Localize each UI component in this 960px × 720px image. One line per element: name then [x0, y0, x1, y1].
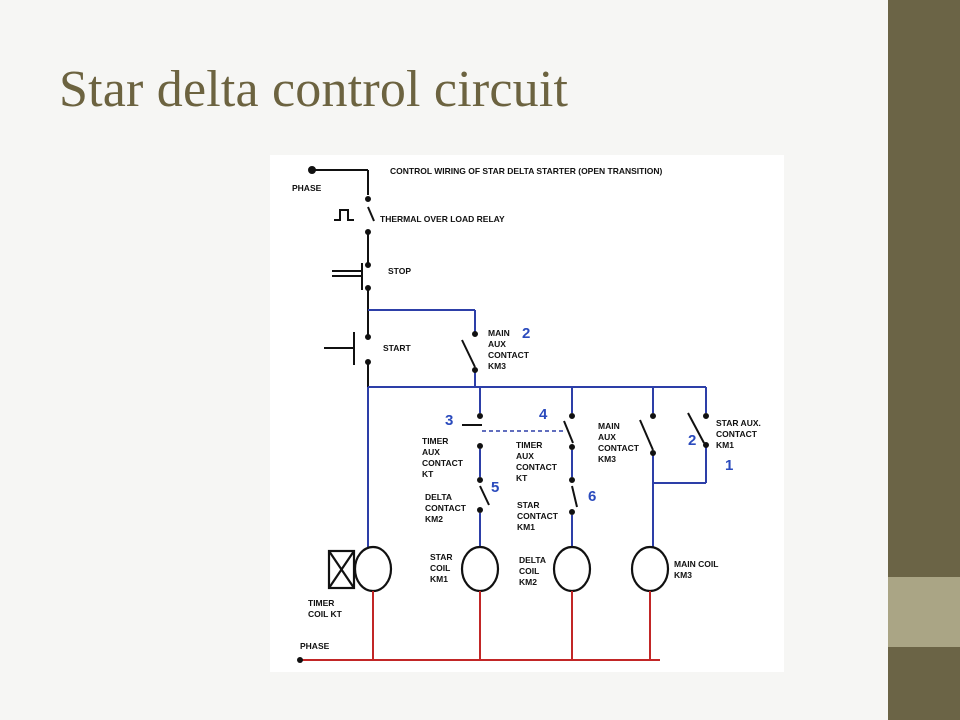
labels: CONTROL WIRING OF STAR DELTA STARTER (OP… [292, 166, 763, 651]
slide-title: Star delta control circuit [59, 61, 569, 118]
circuit-diagram-panel: CONTROL WIRING OF STAR DELTA STARTER (OP… [270, 155, 784, 672]
thermal-heater-symbol [334, 209, 354, 221]
stop-contact-top [365, 262, 371, 268]
contacts [461, 331, 709, 515]
thermal-contact-blade [367, 206, 375, 222]
delta-contact-blade [479, 485, 490, 506]
delta-coil [552, 545, 592, 593]
delta-contact-label: DELTA CONTACT KM2 [425, 492, 468, 524]
timer-coil-cross-2 [328, 550, 355, 589]
main-aux-right-b [650, 450, 656, 456]
main-aux-top-contact [472, 331, 478, 337]
delta-coil-label: DELTA COIL KM2 [519, 555, 548, 587]
start-label: START [383, 343, 412, 353]
phase-return [300, 591, 660, 661]
star-aux-contact-b [703, 442, 709, 448]
stop-label: STOP [388, 266, 411, 276]
star-aux-label: STAR AUX. CONTACT KM1 [716, 418, 763, 450]
phase-terminal [308, 166, 316, 174]
side-accent-block [888, 577, 960, 647]
main-aux-right-label: MAIN AUX CONTACT KM3 [598, 421, 641, 464]
timer-aux-contact-b [477, 443, 483, 449]
timer-aux-contact-a [477, 413, 483, 419]
timer-coil-label: TIMER COIL KT [308, 598, 343, 619]
star-aux-contact-a [703, 413, 709, 419]
main-aux-top-label: MAIN AUX CONTACT KM3 [488, 328, 531, 371]
main-coil [630, 545, 670, 593]
stop-contact-bottom [365, 285, 371, 291]
timer-aux-right-b [569, 444, 575, 450]
supply-chain [308, 166, 375, 387]
number-label-5: 5 [491, 479, 499, 496]
control-wiring [367, 309, 707, 547]
delta-contact-b [477, 507, 483, 513]
number-label-4: 4 [539, 406, 548, 423]
timer-coil [353, 545, 393, 593]
diagram-title: CONTROL WIRING OF STAR DELTA STARTER (OP… [390, 166, 662, 176]
number-label-2-top: 2 [522, 325, 530, 342]
number-label-2-right: 2 [688, 432, 696, 449]
number-label-6: 6 [588, 488, 596, 505]
thermal-contact-top [365, 196, 371, 202]
main-aux-right-a [650, 413, 656, 419]
delta-contact-a [477, 477, 483, 483]
start-contact-top [365, 334, 371, 340]
timer-aux-kt-label: TIMER AUX CONTACT KT [422, 436, 465, 479]
start-contact-bottom [365, 359, 371, 365]
star-contact-label: STAR CONTACT KM1 [517, 500, 560, 532]
star-contact-b [569, 509, 575, 515]
timer-aux-right-blade [563, 420, 574, 444]
timer-aux-right-a [569, 413, 575, 419]
timer-aux-right-label: TIMER AUX CONTACT KT [516, 440, 559, 483]
phase-top-label: PHASE [292, 183, 322, 193]
star-coil-label: STAR COIL KM1 [430, 552, 455, 584]
number-label-3: 3 [445, 412, 453, 429]
star-contact-a [569, 477, 575, 483]
star-contact-blade [571, 485, 578, 508]
phase-bottom-terminal [297, 657, 303, 663]
star-coil [460, 545, 500, 593]
coils [327, 545, 670, 593]
thermal-label: THERMAL OVER LOAD RELAY [380, 214, 505, 224]
main-aux-top-contact-b [472, 367, 478, 373]
thermal-contact-bottom [365, 229, 371, 235]
star-delta-circuit: CONTROL WIRING OF STAR DELTA STARTER (OP… [292, 166, 763, 663]
star-aux-blade [687, 412, 705, 444]
main-aux-top-blade [461, 339, 476, 368]
phase-bottom-label: PHASE [300, 641, 330, 651]
number-label-1: 1 [725, 457, 733, 474]
main-aux-right-blade [639, 419, 654, 451]
main-coil-label: MAIN COIL KM3 [674, 559, 721, 580]
